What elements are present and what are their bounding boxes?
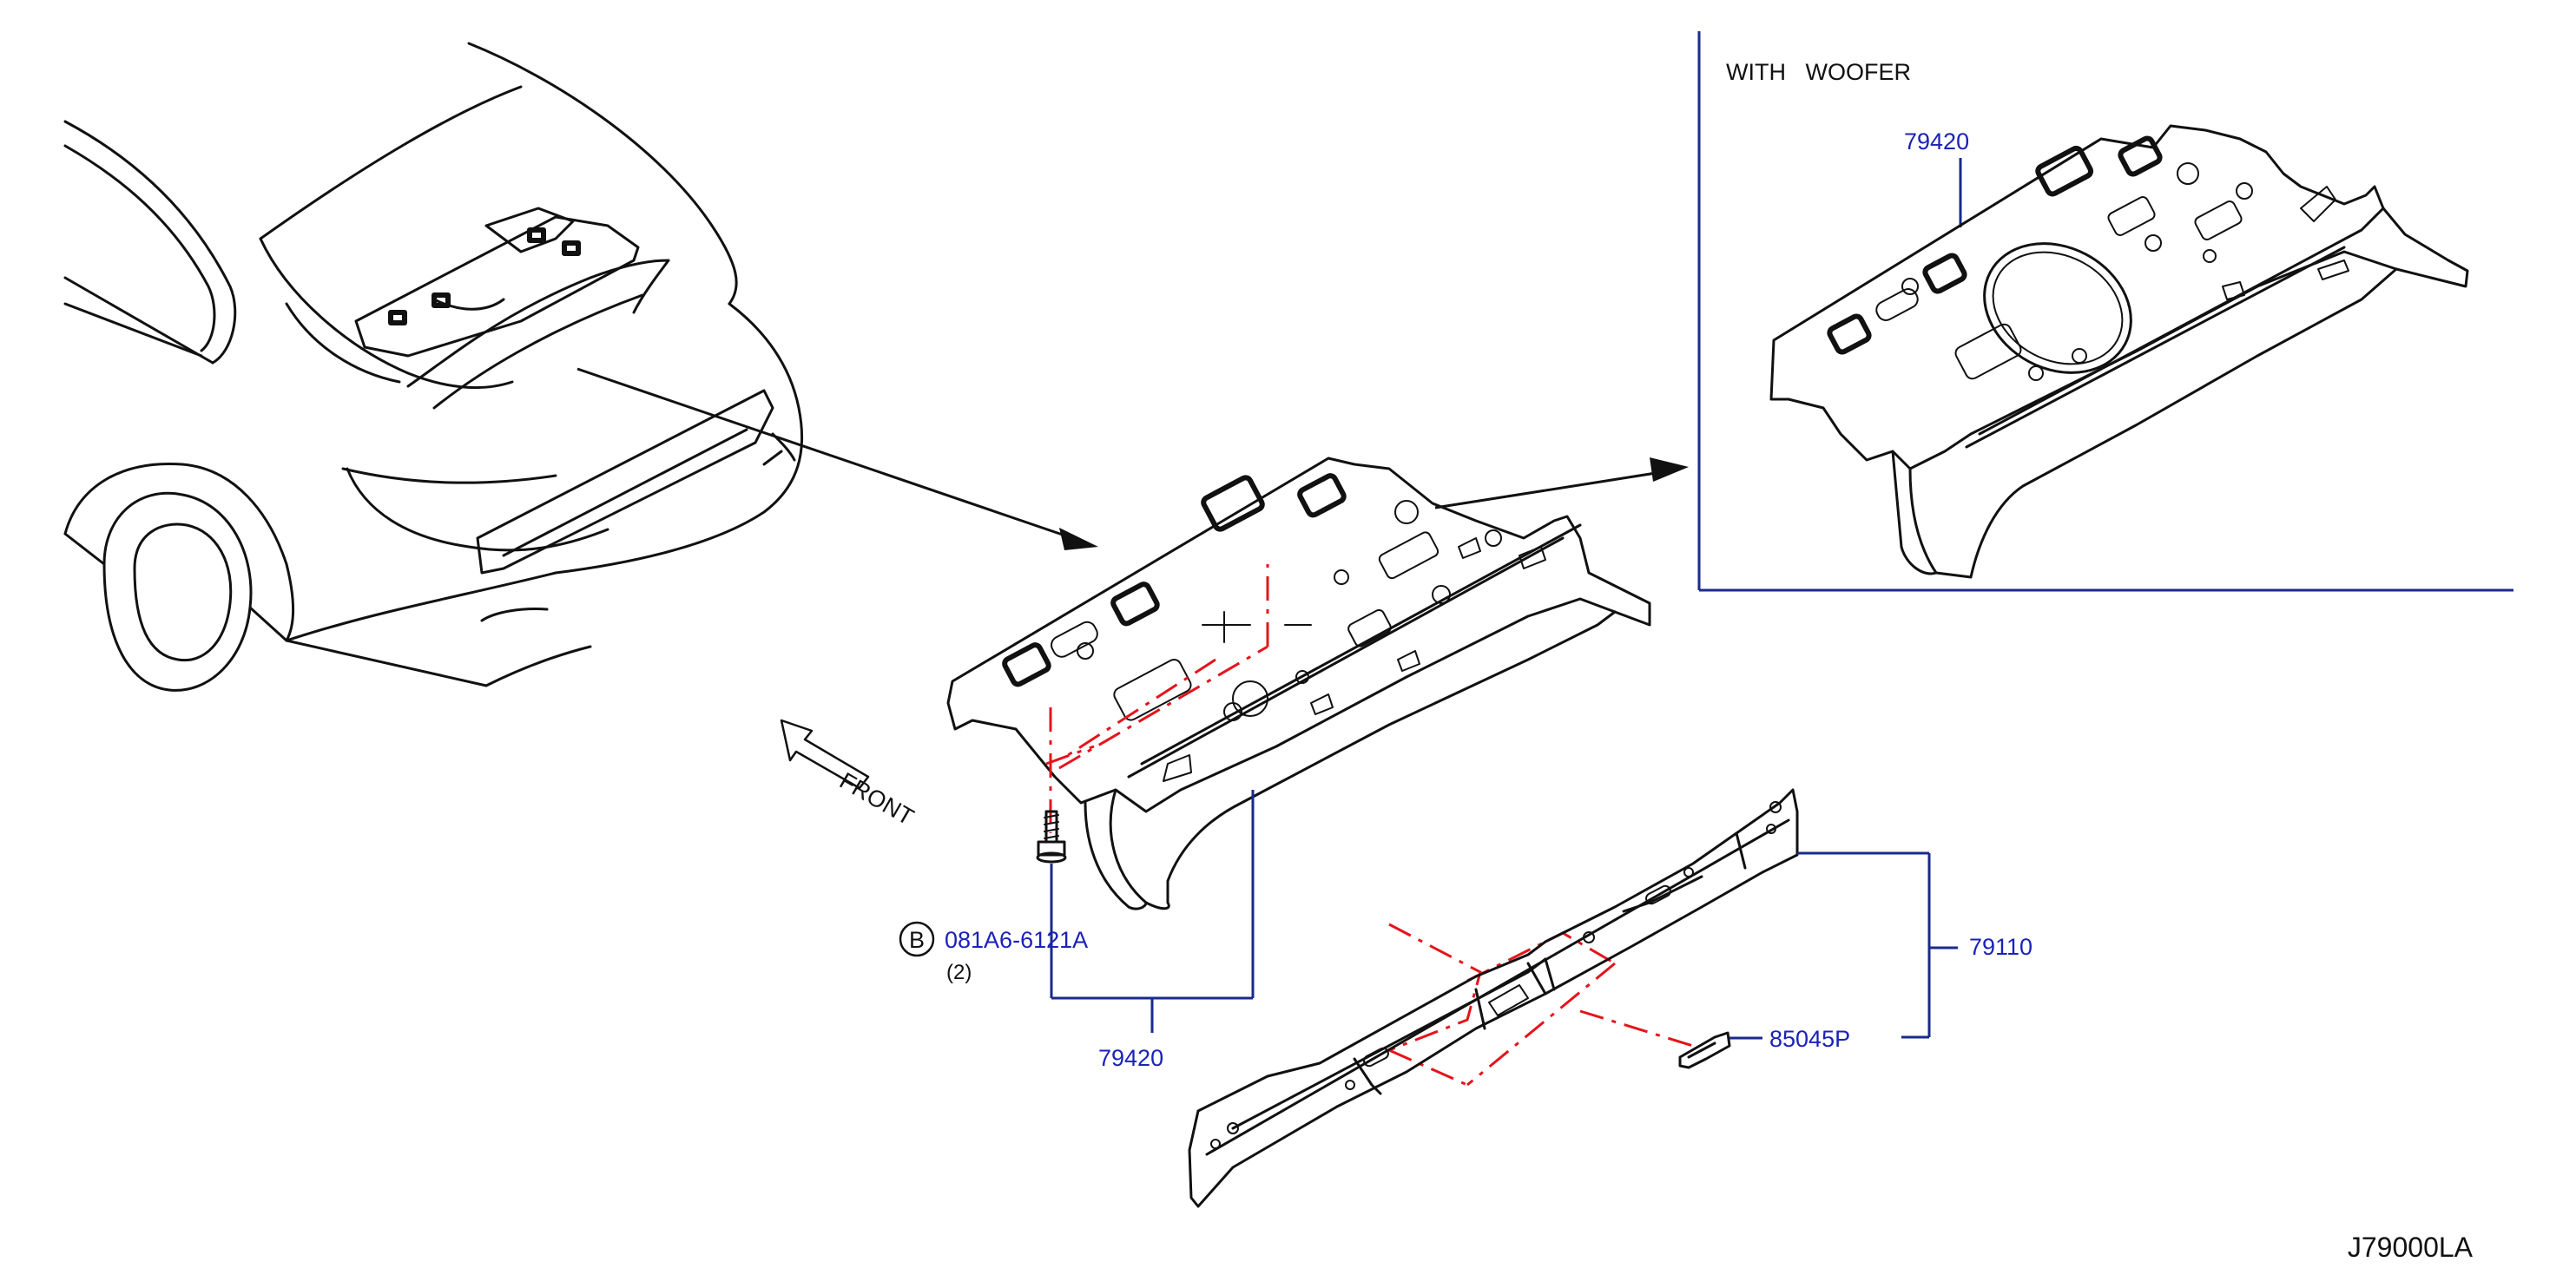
front-direction-indicator: FRONT bbox=[780, 719, 919, 831]
drawing-code: J79000LA bbox=[2348, 1232, 2474, 1263]
bolt-quantity: (2) bbox=[946, 961, 972, 984]
main-panel-part-number: 79420 bbox=[1098, 1045, 1163, 1071]
bolt-081a6-6121a bbox=[1036, 810, 1067, 864]
inset-panel-part-number: 79420 bbox=[1904, 128, 1969, 154]
bolt-symbol-circle bbox=[899, 921, 935, 957]
front-label: FRONT bbox=[835, 767, 919, 830]
rear-member-79110 bbox=[1188, 788, 1799, 1208]
inset-frame: WITH WOOFER 79420 bbox=[1697, 31, 2513, 592]
bolt-part-number: 081A6-6121A bbox=[945, 927, 1088, 953]
inset-rear-parcel-shelf bbox=[1769, 124, 2469, 579]
vehicle-outline bbox=[63, 42, 804, 692]
rear-member-part-number: 79110 bbox=[1969, 934, 2032, 960]
inset-title: WITH WOOFER bbox=[1726, 59, 1911, 85]
callout-clip: 85045P bbox=[1729, 1026, 1850, 1052]
callout-bolt: B 081A6-6121A (2) bbox=[899, 921, 1088, 984]
clip-part-number: 85045P bbox=[1769, 1026, 1850, 1052]
callout-main-panel: 79420 bbox=[1050, 790, 1255, 1071]
callout-rear-member: 79110 bbox=[1797, 851, 2032, 1039]
callout-arrows bbox=[576, 367, 1689, 550]
bolt-symbol: B bbox=[909, 927, 925, 953]
clip-85045p bbox=[1678, 1031, 1731, 1069]
main-rear-parcel-shelf bbox=[946, 457, 1651, 910]
